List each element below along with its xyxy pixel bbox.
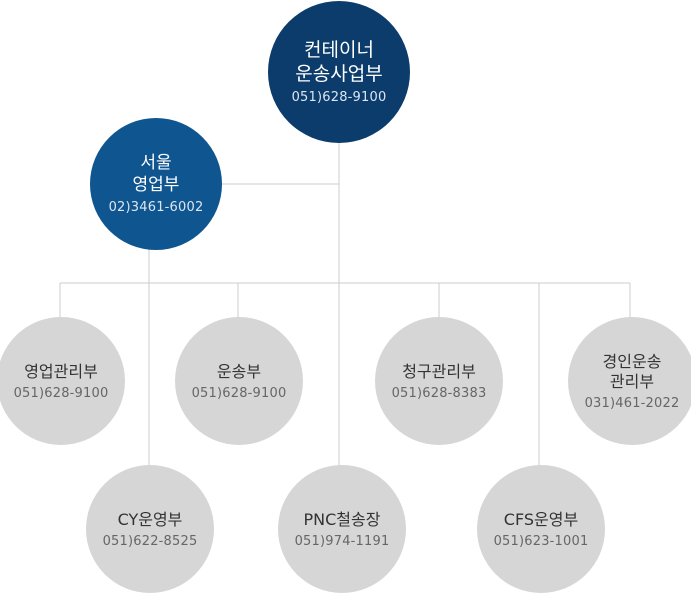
node-name: CY운영부 <box>117 509 183 529</box>
node-phone: 051)622-8525 <box>102 533 198 549</box>
node-name: 경인운송 관리부 <box>603 352 662 392</box>
name-line-2: 운송사업부 <box>295 62 383 85</box>
node-name: 청구관리부 <box>402 361 476 381</box>
node-phone: 051)628-9100 <box>291 90 387 106</box>
node-name: PNC철송장 <box>303 509 381 529</box>
node-sales-management-dept: 영업관리부 051)628-9100 <box>0 317 125 445</box>
node-phone: 051)974-1191 <box>294 533 390 549</box>
name-line-1: 서울 <box>140 153 172 174</box>
node-name: CFS운영부 <box>503 509 579 529</box>
node-cy-operations-dept: CY운영부 051)622-8525 <box>86 465 214 593</box>
node-pnc-rail-terminal: PNC철송장 051)974-1191 <box>278 465 406 593</box>
node-name: 운송부 <box>216 361 262 381</box>
node-billing-management-dept: 청구관리부 051)628-8383 <box>375 317 503 445</box>
node-phone: 051)628-9100 <box>191 385 287 401</box>
node-name: 영업관리부 <box>24 361 98 381</box>
node-gyeongin-transport-management-dept: 경인운송 관리부 031)461-2022 <box>568 317 691 445</box>
node-phone: 031)461-2022 <box>584 395 680 411</box>
node-phone: 051)628-9100 <box>13 385 109 401</box>
node-cfs-operations-dept: CFS운영부 051)623-1001 <box>477 465 605 593</box>
node-phone: 051)628-8383 <box>391 385 487 401</box>
node-name: 컨테이너 운송사업부 <box>295 39 382 87</box>
node-name: 서울 영업부 <box>133 153 180 196</box>
node-seoul-sales-dept: 서울 영업부 02)3461-6002 <box>90 118 222 250</box>
node-phone: 051)623-1001 <box>493 533 589 549</box>
node-transport-dept: 운송부 051)628-9100 <box>175 317 303 445</box>
name-line-1: 컨테이너 <box>304 38 374 61</box>
node-container-transport-dept: 컨테이너 운송사업부 051)628-9100 <box>268 1 410 143</box>
name-line-2: 관리부 <box>609 371 655 391</box>
node-phone: 02)3461-6002 <box>108 199 204 215</box>
name-line-2: 영업부 <box>132 174 180 195</box>
name-line-1: 경인운송 <box>602 351 662 371</box>
